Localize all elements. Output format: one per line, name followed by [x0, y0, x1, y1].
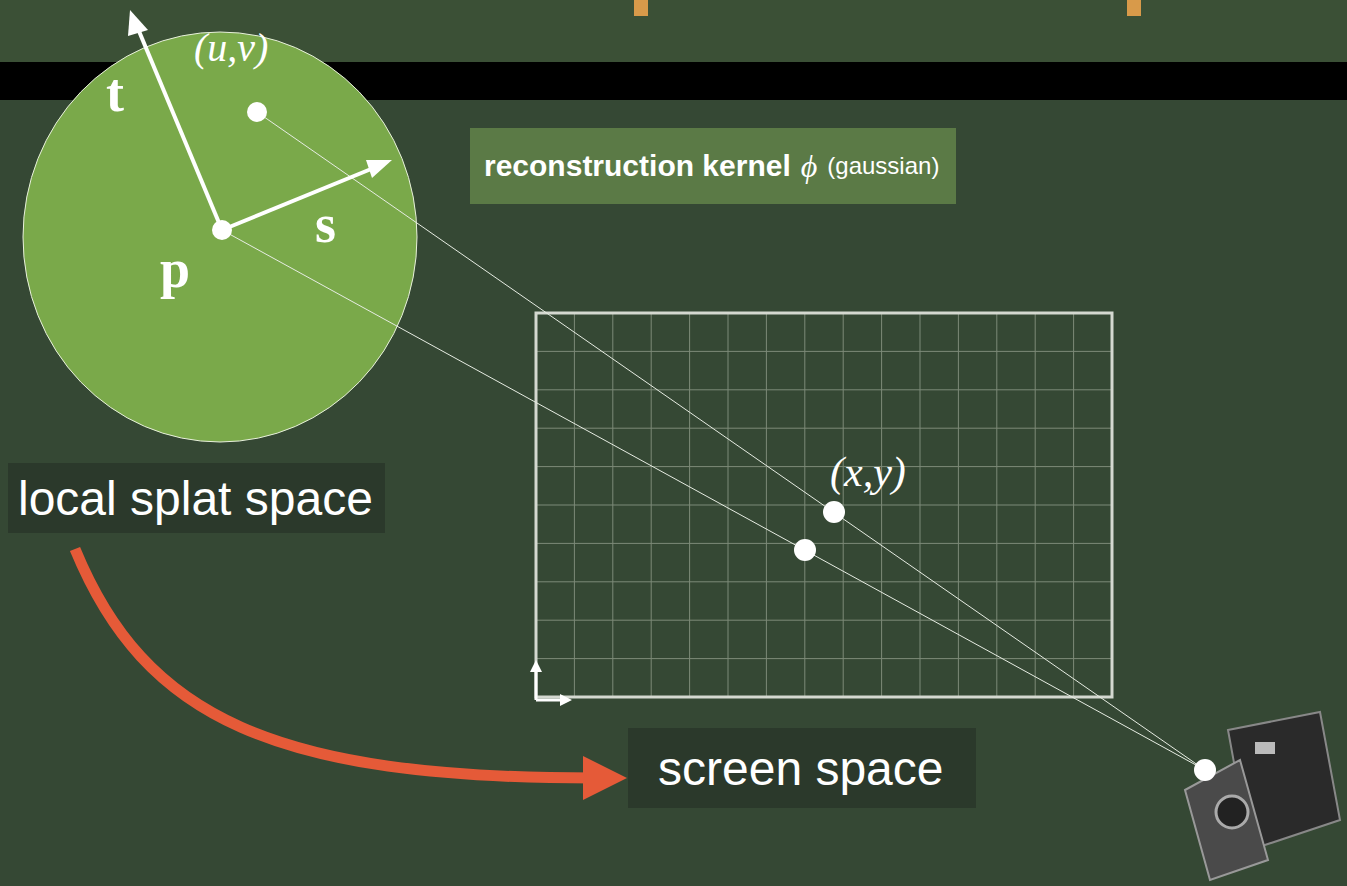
title-box: reconstruction kernel ϕ (gaussian)	[470, 128, 956, 204]
top-tab	[634, 0, 648, 16]
node-text: local splat space	[18, 471, 373, 526]
coordinate-label: (x,y)	[830, 448, 906, 496]
node-text: reconstruction kernel	[484, 149, 791, 183]
tangent-vectors	[128, 10, 392, 230]
transform-arrow	[75, 549, 594, 778]
top-tab	[1127, 0, 1141, 16]
splat-ellipse	[23, 32, 417, 442]
node-text: ϕ	[801, 148, 818, 185]
coordinate-label: (u,v)	[194, 24, 268, 71]
node-text: (gaussian)	[827, 152, 939, 180]
screen-axes	[530, 660, 572, 706]
label-box: screen space	[628, 728, 976, 808]
label-box: local splat space	[8, 463, 385, 533]
vector-label: s	[315, 193, 336, 255]
node-text: screen space	[658, 741, 944, 796]
point-label: p	[160, 238, 190, 300]
camera-icon	[1185, 712, 1340, 880]
vector-label: t	[106, 62, 124, 124]
projection-rays	[222, 112, 1205, 770]
